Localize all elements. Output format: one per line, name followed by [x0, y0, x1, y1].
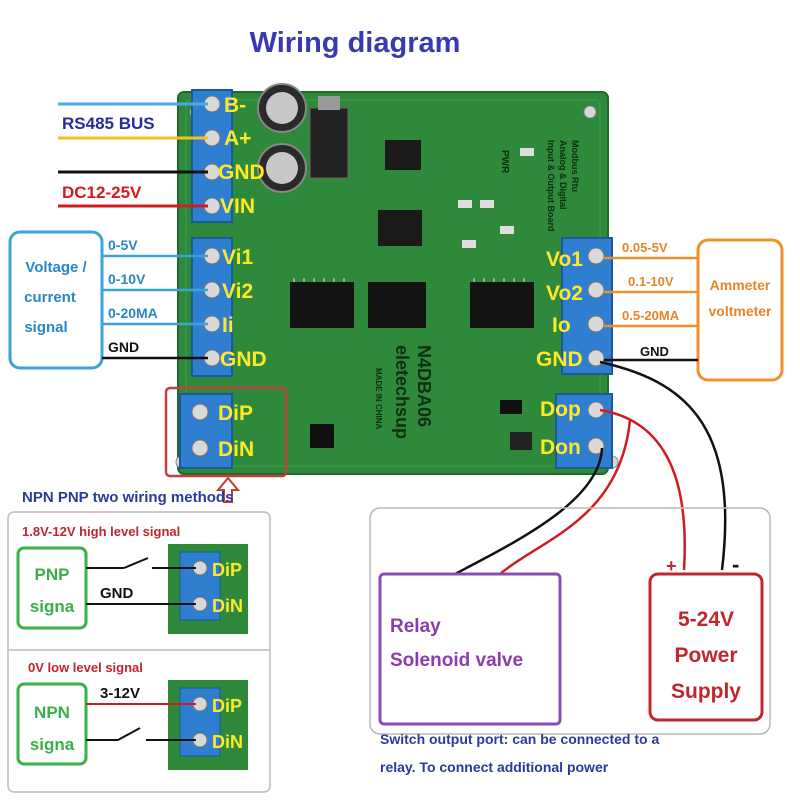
terminal-gnd-output: GND: [536, 348, 583, 371]
ammeter-gnd: GND: [640, 344, 669, 359]
pnp-dip: DiP: [212, 560, 242, 580]
ammeter-box-line2: voltmeter: [708, 303, 772, 319]
terminal-ii: Ii: [222, 314, 234, 337]
npn-box: [16, 682, 88, 766]
terminal-don: Don: [540, 436, 581, 459]
ammeter-range-3: 0.5-20MA: [622, 308, 680, 323]
terminal-vi2: Vi2: [222, 280, 253, 303]
terminal-vi1: Vi1: [222, 246, 253, 269]
supply-minus: -: [732, 552, 739, 577]
ic-chip-2: [368, 282, 426, 328]
terminal-b-minus: B-: [224, 94, 246, 117]
voltage-range-3: 0-20MA: [108, 305, 158, 321]
wire-gnd-to-supply: [599, 360, 727, 571]
terminal-vin: VIN: [220, 195, 255, 218]
left-terminal-block-digital: [179, 393, 233, 469]
wire-relay-negative: [454, 447, 604, 576]
npn-label1: NPN: [34, 703, 70, 722]
board-side-3: Input & Output Board: [546, 140, 556, 231]
terminal-gnd-signal: GND: [220, 348, 267, 371]
note-line1: Switch output port: can be connected to …: [380, 731, 659, 747]
terminal-vo1: Vo1: [546, 248, 583, 271]
relay-line1: Relay: [390, 616, 441, 637]
terminal-gnd-power: GND: [218, 161, 265, 184]
up-arrow-icon: [215, 476, 241, 503]
npn-wire-label: 3-12V: [100, 685, 140, 702]
right-terminal-block-output: [555, 393, 613, 469]
board-model: N4DBA06: [414, 345, 434, 427]
ammeter-box-line1: Ammeter: [710, 277, 771, 293]
relay-box: [378, 572, 562, 726]
npn-din: DiN: [212, 732, 243, 752]
supply-line2: Power: [674, 644, 737, 667]
ammeter-range-2: 0.1-10V: [628, 274, 674, 289]
terminal-a-plus: A+: [224, 127, 251, 150]
wiring-methods-panel: [7, 511, 271, 793]
label-rs485-bus: RS485 BUS: [62, 114, 155, 133]
pnp-wire-label: GND: [100, 585, 134, 602]
ammeter-range-1: 0.05-5V: [622, 240, 668, 255]
board-made: MADE IN CHINA: [374, 368, 383, 430]
supply-line3: Supply: [671, 680, 741, 703]
board-brand: eletechsup: [392, 345, 412, 439]
voltage-box-line2: current: [24, 289, 76, 306]
voltage-range-2: 0-10V: [108, 271, 146, 287]
wire-relay-positive: [499, 419, 632, 575]
pnp-label2: signa: [30, 597, 75, 616]
npn-title: 0V low level signal: [28, 660, 143, 675]
digital-input-highlight: [164, 386, 288, 478]
voltage-box-line1: Voltage /: [25, 259, 87, 276]
ic-chip-1: [290, 282, 354, 328]
wire-dop-to-supply: [599, 408, 686, 571]
supply-plus: +: [666, 556, 677, 576]
label-dc-supply: DC12-25V: [62, 183, 142, 202]
board-side-1: Modbus Rtu: [570, 140, 580, 192]
voltage-current-box: [8, 230, 104, 370]
pnp-title: 1.8V-12V high level signal: [22, 524, 180, 539]
ammeter-voltmeter-box: [696, 238, 784, 382]
right-terminal-block-analog: [561, 237, 613, 375]
note-line2: relay. To connect additional power: [380, 759, 609, 775]
supply-line1: 5-24V: [678, 608, 734, 631]
terminal-dip: DiP: [218, 402, 253, 425]
voltage-range-1: 0-5V: [108, 237, 138, 253]
power-supply-box: [648, 572, 764, 722]
terminal-din: DiN: [218, 438, 254, 461]
board-side-2: Analog & Digital: [558, 140, 568, 210]
board-pwr: PWR: [499, 150, 510, 174]
pnp-din: DiN: [212, 596, 243, 616]
npn-dip: DiP: [212, 696, 242, 716]
voltage-box-line3: signal: [24, 319, 67, 336]
voltage-gnd: GND: [108, 339, 139, 355]
regulator-chip: [309, 107, 349, 179]
pnp-label1: PNP: [35, 565, 70, 584]
terminal-dop: Dop: [540, 398, 581, 421]
ic-chip-3: [470, 282, 534, 328]
wiring-methods-header: NPN PNP two wiring methods: [22, 489, 233, 506]
output-container: [369, 507, 771, 735]
main-pcb: N4DBA06 eletechsup MADE IN CHINA Modbus …: [175, 83, 619, 475]
npn-label2: signa: [30, 735, 75, 754]
terminal-vo2: Vo2: [546, 282, 583, 305]
diagram-title: Wiring diagram: [250, 27, 461, 59]
pnp-box: [16, 546, 88, 630]
relay-line2: Solenoid valve: [390, 650, 523, 671]
terminal-io: Io: [552, 314, 571, 337]
left-terminal-block-top: [191, 89, 233, 223]
